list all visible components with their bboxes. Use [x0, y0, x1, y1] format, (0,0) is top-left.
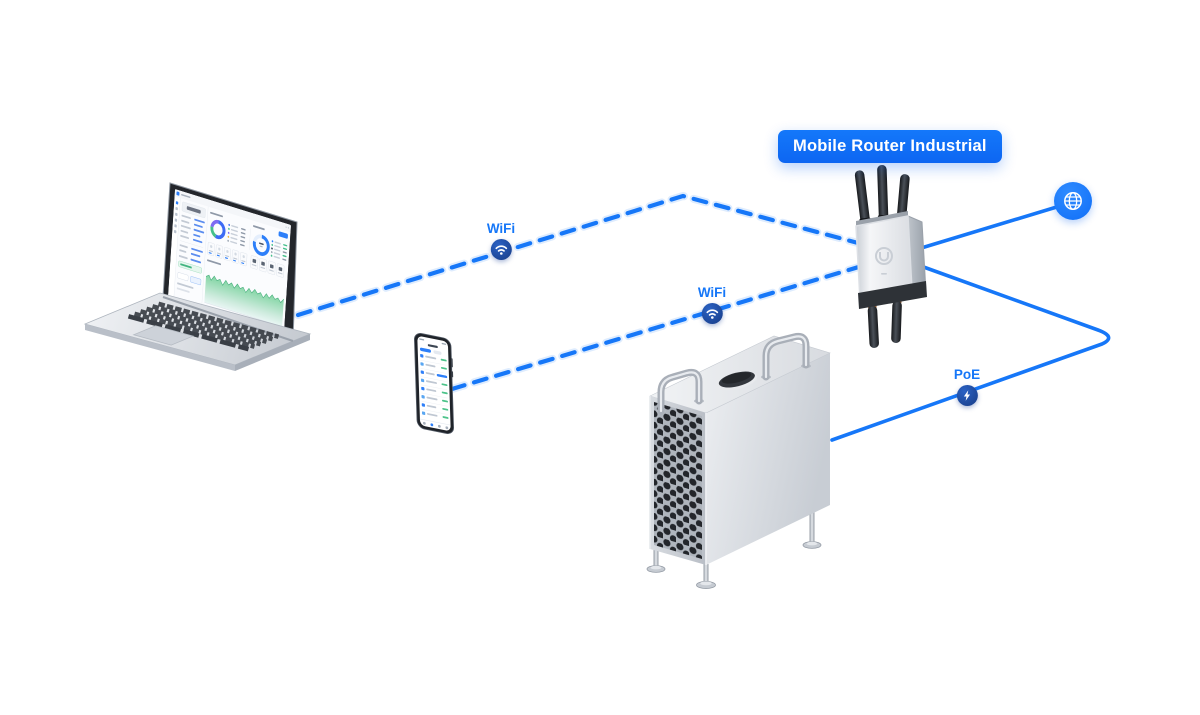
tower-top-vent	[717, 371, 758, 391]
internet-connection-line	[916, 204, 1062, 251]
wifi-label-phone: WiFi	[698, 286, 726, 324]
wifi-label-laptop-text: WiFi	[486, 221, 516, 236]
router-base-band	[858, 281, 927, 309]
wifi-icon	[490, 238, 512, 260]
wifi-connection-laptop-router-line	[294, 192, 862, 319]
wifi-connection-phone-router-line	[448, 262, 866, 393]
router-bottom-antennas	[867, 295, 902, 348]
poe-connection-line	[830, 263, 1111, 442]
wifi-label-phone-text: WiFi	[697, 285, 727, 300]
router-title-badge: Mobile Router Industrial	[778, 130, 1002, 163]
laptop-illustration	[83, 182, 312, 371]
laptop-base	[83, 292, 312, 371]
tower-honeycomb-face	[649, 396, 707, 565]
laptop-screen-content	[167, 189, 291, 333]
poe-label-text: PoE	[953, 367, 981, 382]
workstation-tower-illustration	[646, 332, 831, 590]
lightning-bolt-icon	[956, 384, 978, 406]
connection-lines	[294, 192, 1111, 442]
router-body	[855, 211, 927, 309]
smartphone-illustration	[414, 332, 454, 435]
tower-right-face	[706, 353, 830, 565]
router-title-badge-label: Mobile Router Industrial	[793, 137, 987, 155]
industrial-router-illustration	[854, 165, 927, 348]
tower-feet	[646, 512, 822, 590]
router-logo	[875, 247, 893, 265]
poe-label: PoE	[954, 368, 980, 406]
tower-handles	[656, 332, 811, 415]
wifi-icon	[701, 302, 723, 324]
laptop-trackpad	[132, 325, 195, 346]
phone-screen-content	[417, 338, 451, 430]
wifi-label-laptop: WiFi	[487, 222, 515, 260]
globe-icon	[1054, 182, 1092, 220]
